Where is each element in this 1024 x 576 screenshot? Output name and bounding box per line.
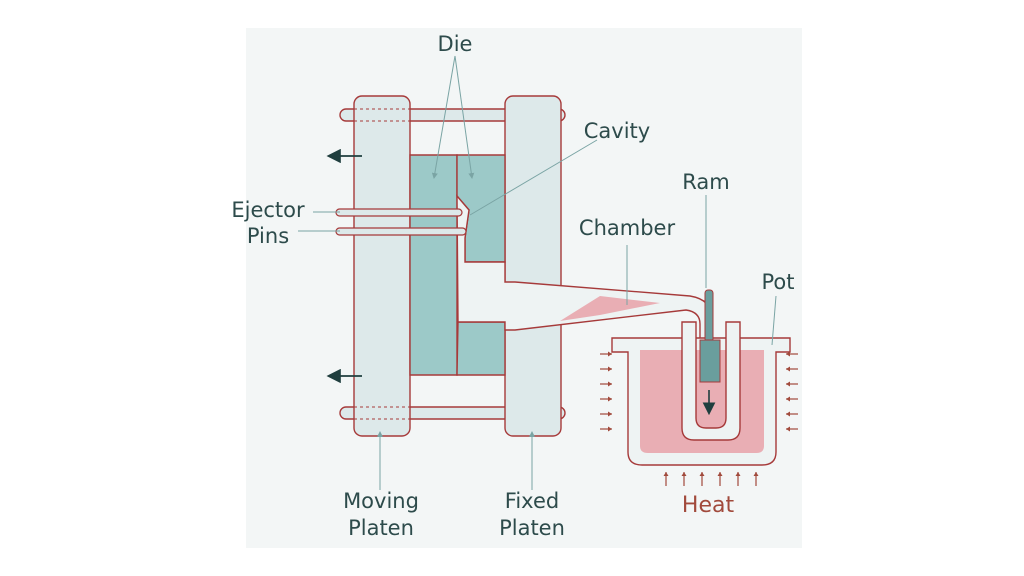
label-moving-platen-line2: Platen [348, 516, 414, 540]
ram-piston [699, 339, 721, 383]
label-ejector-line1: Ejector [231, 198, 305, 222]
channel-metal [560, 296, 660, 321]
leader-lines [298, 55, 777, 490]
ram-rod [704, 289, 714, 343]
chamber [681, 321, 741, 441]
label-die: Die [438, 32, 473, 56]
fixed-platen [504, 95, 562, 437]
label-cavity: Cavity [584, 119, 650, 143]
label-heat: Heat [682, 493, 735, 518]
label-ejector-line2: Pins [247, 224, 289, 248]
label-ram: Ram [682, 170, 729, 194]
moving-platen [353, 95, 411, 437]
heat-arrowheads [608, 351, 790, 476]
label-fixed-platen-line1: Fixed [505, 489, 559, 513]
chamber-metal [697, 380, 725, 427]
label-fixed-platen-line2: Platen [499, 516, 565, 540]
label-chamber: Chamber [579, 216, 676, 240]
label-pot: Pot [762, 270, 795, 294]
label-moving-platen-line1: Moving [343, 489, 419, 513]
die-half-moving [409, 154, 458, 376]
